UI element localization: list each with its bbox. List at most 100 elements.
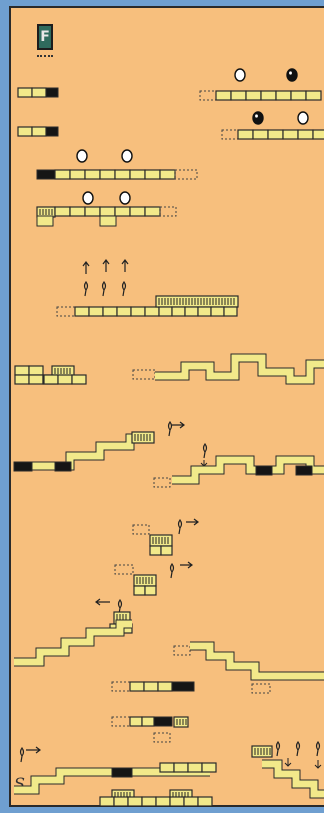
coin-icon [235,69,245,81]
brick-block [100,207,115,216]
brick-block [144,682,158,691]
brick-block [15,375,29,384]
brick-block [216,91,231,100]
brick-block [15,366,29,375]
brick-block [130,207,145,216]
brick-block [29,366,43,375]
lemming-icon [103,282,106,296]
lemming-icon [277,742,280,756]
brick-block [159,307,172,316]
brick-block [85,207,100,216]
brick-block [291,91,306,100]
arrow-up-icon [103,260,109,272]
brick-block [128,797,142,806]
ghost-block [175,170,197,179]
lemming-icon [85,282,88,296]
ghost-block [154,478,170,487]
ghost-block [252,684,270,693]
lemming-icon [317,742,320,756]
brick-block [224,307,237,316]
lemming-icon [297,742,300,756]
brick-block [298,130,313,139]
brick-block [158,682,172,691]
lemming-icon [123,282,126,296]
ghost-block [222,130,238,139]
brick-block [268,130,283,139]
brick-block [231,91,246,100]
brick-block [174,763,188,772]
ghost-block [57,307,75,316]
brick-block [145,207,160,216]
brick-block [103,307,117,316]
coin-icon [253,112,263,124]
brick-block [283,130,298,139]
brick-block [32,127,46,136]
arrow-up-icon [83,262,89,274]
brick-block [276,91,291,100]
brick-block [184,797,198,806]
brick-block [44,375,58,384]
brick-block [145,586,156,595]
coin-icon [83,192,93,204]
lemming-icon [169,422,172,436]
solid-block [172,682,194,691]
brick-block [313,130,324,139]
brick-block [131,307,145,316]
solid-block [37,170,55,179]
solid-block [14,462,32,471]
brick-block [100,170,115,179]
brick-block [160,763,174,772]
brick-block [18,127,32,136]
coin-icon [120,192,130,204]
brick-block [185,307,198,316]
brick-block [130,682,144,691]
brick-block [211,307,224,316]
brick-block [70,207,85,216]
coin-shine [289,71,292,74]
coin-icon [122,150,132,162]
brick-block [55,170,70,179]
brick-block [198,797,212,806]
arrow-up-icon [122,260,128,272]
brick-block [142,717,154,726]
brick-block [115,207,130,216]
arrow-right-icon [26,747,40,753]
brick-block [75,307,89,316]
arrow-left-icon [96,599,110,605]
brick-block [32,88,46,97]
solid-block [112,768,132,777]
lemming-icon [204,444,207,458]
coin-shine [255,114,258,117]
brick-block [170,797,184,806]
brick-block [188,763,202,772]
brick-block [130,717,142,726]
brick-block [202,763,216,772]
brick-block [238,130,253,139]
brick-block [114,797,128,806]
brick-block [134,586,145,595]
brick-block [172,307,185,316]
brick-block [160,170,175,179]
stair-fill [14,624,132,662]
ghost-block [133,525,149,534]
arrow-right-icon [186,519,198,525]
brick-block [150,546,161,555]
ghost-block [160,207,176,216]
solid-block [154,717,172,726]
brick-block [72,375,86,384]
solid-block [296,466,312,475]
brick-block [130,170,145,179]
ghost-block [112,717,130,726]
brick-block [55,207,70,216]
brick-block [89,307,103,316]
brick-block [100,216,116,226]
coin-icon [287,69,297,81]
brick-block [29,375,43,384]
brick-block [18,88,32,97]
arrow-down-icon [201,460,207,466]
coin-icon [77,150,87,162]
brick-block [156,797,170,806]
brick-block [117,307,131,316]
arrow-right-icon [172,422,184,428]
